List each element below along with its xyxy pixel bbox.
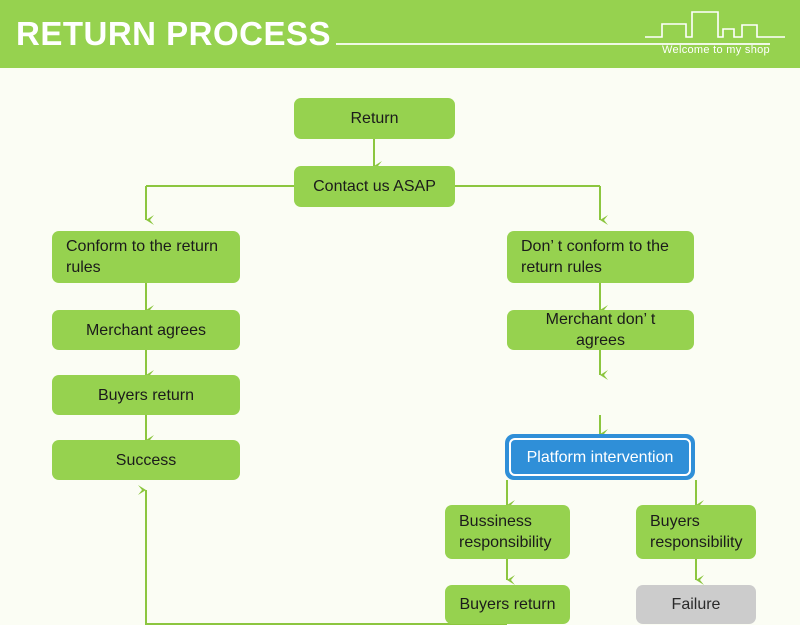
node-label: Conform to the return rules [66,238,219,276]
node-bussiness-responsibility[interactable]: Bussiness responsibility [445,505,570,559]
node-platform-intervention[interactable]: Platform intervention [505,434,695,480]
node-label: Buyers return [97,386,195,404]
node-dont-conform-to-return-rules[interactable]: Don’ t conform to the return rules [507,231,694,283]
node-label: Bussiness responsibility [459,513,552,551]
node-label: Contact us ASAP [313,178,436,195]
node-label: Failure [671,596,721,613]
node-failure[interactable]: Failure [636,585,756,624]
node-label: Don’ t conform to the return rules [521,238,669,276]
node-merchant-dont-agrees[interactable]: Merchant don’ t agrees [507,310,694,350]
node-label: Success [115,451,177,469]
header-tagline: Welcome to my shop [662,44,770,56]
node-label-wrapper: Platform intervention [509,438,691,476]
city-skyline-icon [645,11,785,38]
node-buyers-return-right[interactable]: Buyers return [445,585,570,624]
node-success[interactable]: Success [52,440,240,480]
node-label: Buyers responsibility [650,513,743,551]
node-conform-to-return-rules[interactable]: Conform to the return rules [52,231,240,283]
page-header: RETURN PROCESS Welcome to my shop [0,0,800,68]
node-label: Merchant don’ t agrees [545,311,656,349]
node-return[interactable]: Return [294,98,455,139]
node-label: Buyers return [459,596,556,613]
node-buyers-responsibility[interactable]: Buyers responsibility [636,505,756,559]
page-title: RETURN PROCESS [16,15,332,52]
node-label: Merchant agrees [85,321,207,339]
flowchart: Return Contact us ASAP Conform to the re… [0,68,800,625]
header-divider [336,43,770,45]
node-merchant-agrees[interactable]: Merchant agrees [52,310,240,350]
node-label: Platform intervention [526,448,674,466]
node-buyers-return-left[interactable]: Buyers return [52,375,240,415]
node-contact-us-asap[interactable]: Contact us ASAP [294,166,455,207]
node-label: Return [350,110,399,127]
